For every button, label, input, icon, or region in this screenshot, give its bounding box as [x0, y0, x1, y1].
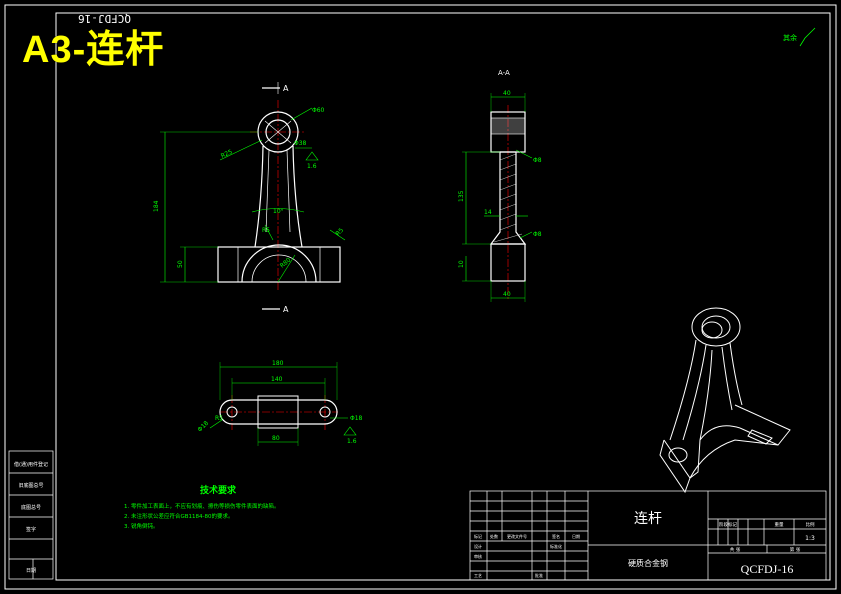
overlay-title: A3-连杆	[22, 29, 165, 71]
label-count: 处数	[490, 533, 498, 539]
dim-fillet-left: R5	[262, 227, 270, 234]
label-standard: 标准化	[550, 543, 562, 549]
dim-top-left-radius: R5	[215, 415, 223, 422]
scale-value: 1:3	[805, 535, 815, 542]
dim-section-top-width: 40	[503, 90, 511, 97]
label-approve: 批准	[535, 572, 543, 578]
header-weight: 重量	[775, 521, 784, 528]
dim-top-centers: 140	[271, 376, 283, 383]
label-sign: 签名	[552, 533, 560, 539]
dim-small-bore-inner: Φ38	[294, 140, 307, 147]
dim-section-web-length: 135	[458, 190, 465, 202]
roughness-symbol-icon	[799, 27, 816, 47]
header-stage-mark: 阶段标记	[719, 521, 737, 528]
label-change-doc: 更改文件号	[507, 533, 527, 539]
dim-section-bottom-width: 40	[503, 291, 511, 298]
header-scale: 比例	[806, 521, 815, 528]
label-mark: 标记	[474, 533, 482, 539]
sheets-current: 第 张	[790, 546, 801, 553]
left-strip-label-5: 日期	[26, 568, 36, 574]
dim-section-web-thickness: 14	[484, 209, 492, 216]
dim-section-chamfer-top: Φ8	[533, 157, 542, 164]
left-strip-label-1: 借(通)用件登记	[14, 461, 48, 468]
part-name: 连杆	[634, 511, 662, 527]
section-marker-bottom: A	[283, 305, 289, 314]
dim-big-end-height: 50	[177, 260, 184, 268]
label-process: 工艺	[474, 573, 482, 578]
tech-requirements-heading: 技术要求	[200, 484, 237, 496]
tech-requirement-item-2: 2. 未注形状公差应符合GB1184-80的要求。	[124, 512, 234, 520]
outer-border	[4, 4, 837, 590]
label-review: 审核	[474, 553, 482, 559]
material: 硬质合金钢	[628, 558, 668, 568]
sheets-total: 共 张	[730, 546, 741, 553]
label-date: 日期	[572, 533, 580, 539]
dim-shank-angle: 10°	[273, 208, 284, 215]
tech-requirement-item-3: 3. 锐角倒钝。	[124, 522, 159, 530]
dim-section-bottom-offset: 10	[458, 260, 465, 268]
left-strip-label-3: 底图总号	[21, 504, 41, 511]
dim-top-left-hole: Φ18	[196, 420, 210, 434]
section-marker-top: A	[283, 84, 289, 93]
inner-border	[55, 12, 831, 581]
left-strip-label-2: 旧底图总号	[18, 482, 43, 489]
dim-center-distance: 184	[153, 200, 160, 212]
left-strip-label-4: 签字	[26, 526, 36, 533]
section-title: A-A	[498, 69, 510, 77]
roughness-top-value: 1.6	[347, 438, 357, 445]
dim-top-middle-width: 80	[272, 435, 280, 442]
isometric-view	[659, 307, 791, 494]
roughness-other-label: 其余	[783, 33, 797, 42]
dim-top-overall: 180	[272, 360, 284, 367]
dim-big-bore-radius: R80	[279, 256, 293, 269]
dim-fillet-right: R5	[334, 227, 345, 238]
left-strip	[8, 450, 54, 580]
roughness-main-value: 1.6	[307, 163, 317, 170]
main-view	[160, 82, 346, 310]
drawing-number: QCFDJ-16	[741, 562, 794, 576]
dim-section-chamfer-bottom: Φ8	[533, 231, 542, 238]
tech-requirement-item-1: 1. 零件加工表面上，不应有划痕、擦伤等损伤零件表面的缺陷。	[124, 502, 280, 510]
title-block	[469, 490, 827, 581]
dim-top-right-hole: Φ18	[350, 415, 363, 422]
dim-small-bore-outer: Φ60	[312, 107, 325, 114]
label-design: 设计	[474, 543, 482, 549]
section-view	[462, 93, 533, 302]
top-view	[209, 362, 357, 446]
dim-small-end-radius: R25	[220, 148, 234, 159]
